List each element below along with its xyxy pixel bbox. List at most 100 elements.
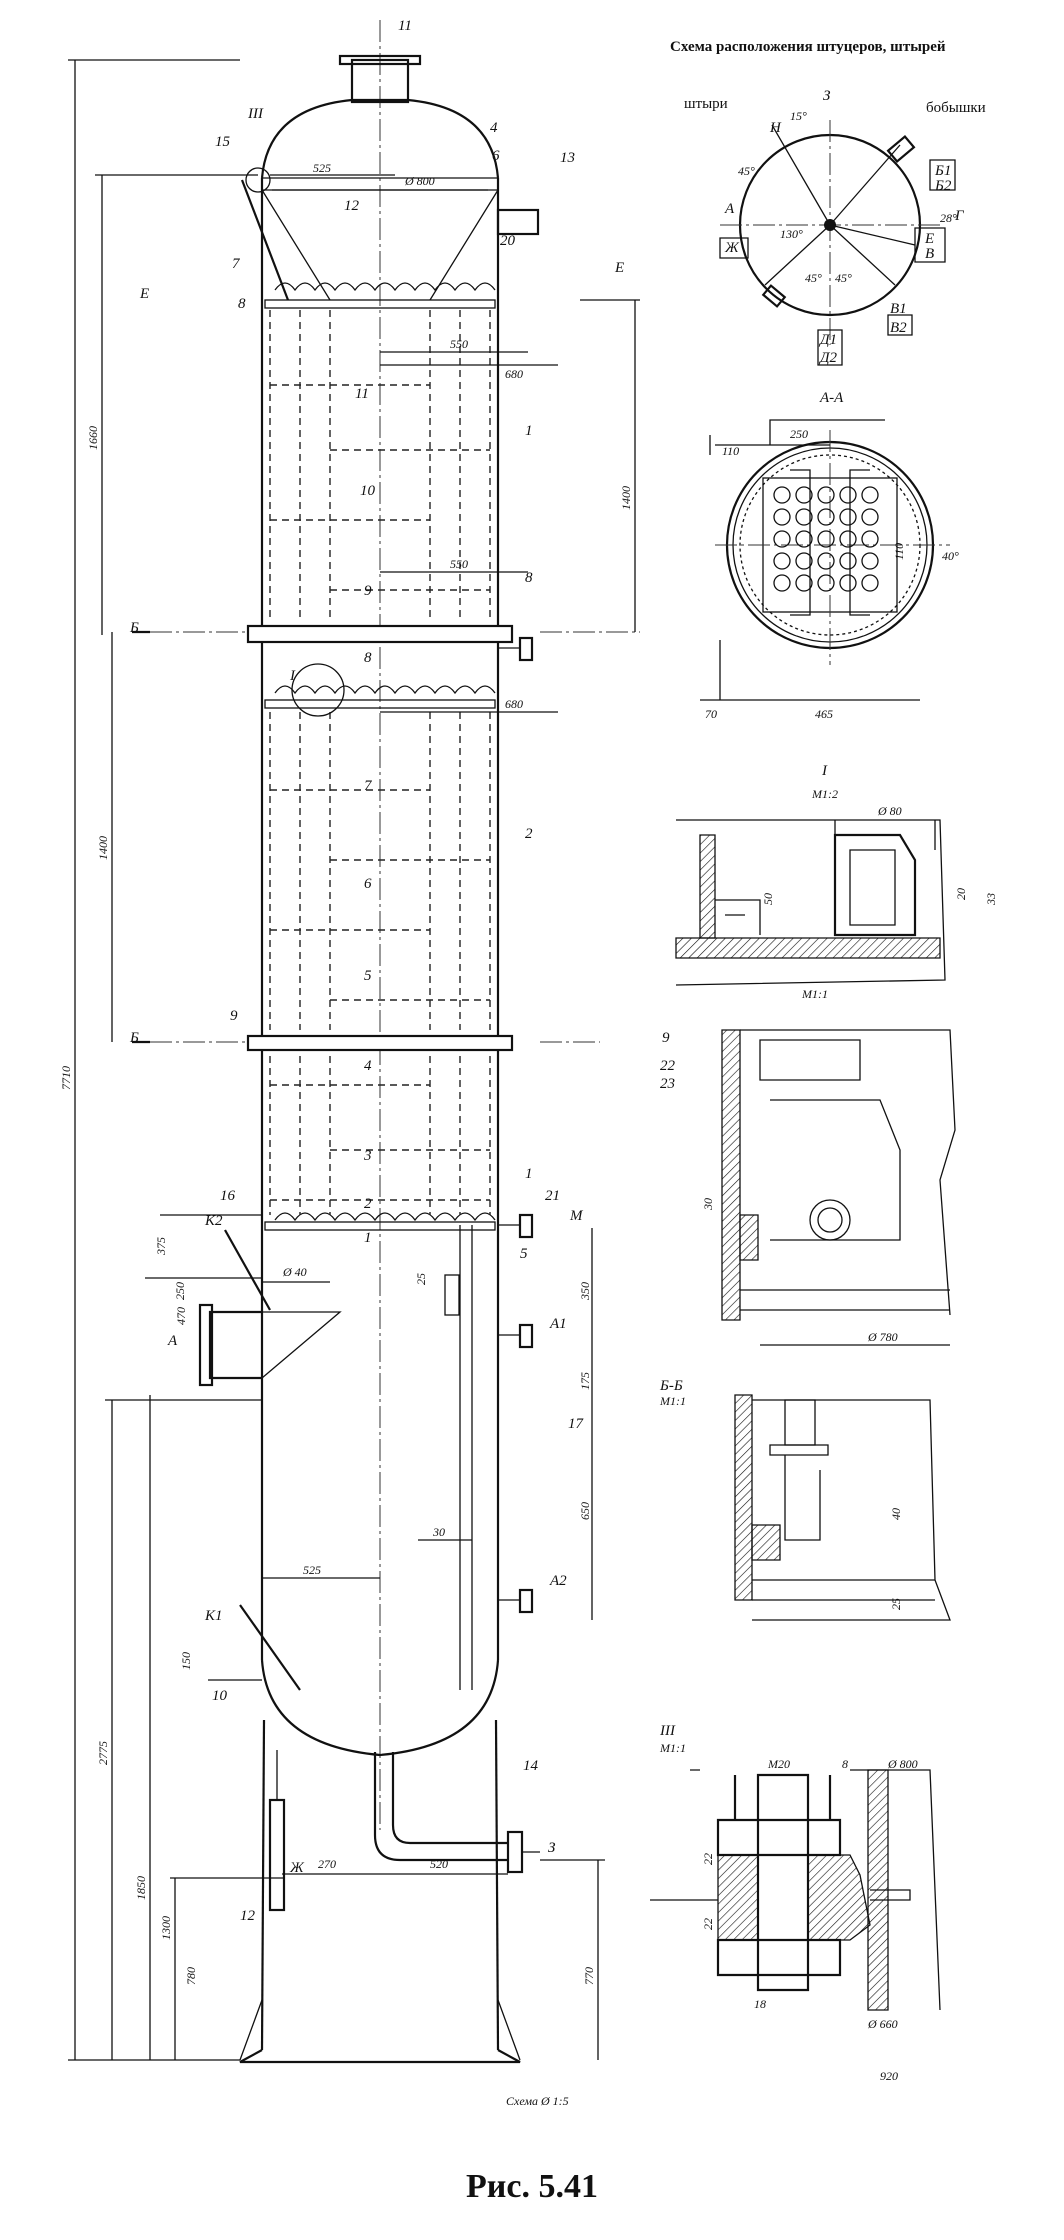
- tube-hole: [773, 574, 791, 592]
- callout-8-top: 8: [238, 296, 246, 312]
- callout-11: 11: [398, 18, 412, 34]
- aa-dim-465: 465: [815, 707, 833, 721]
- callout-12: 12: [240, 1908, 256, 1924]
- detail-i: I M1:2 Ø 80 50 20 33 M1:1: [675, 763, 998, 1001]
- scale-note: Схема Ø 1:5: [506, 2094, 569, 2108]
- dim-150: 150: [179, 1652, 193, 1670]
- plan-stud-label: штыри: [684, 96, 728, 112]
- plan-label-v2: В2: [890, 320, 907, 336]
- nozzle-zh: Ж: [289, 1860, 305, 1876]
- section-aa-title: A-A: [819, 390, 844, 406]
- callout-20: 20: [500, 233, 516, 249]
- detail-ii-dim-30: 30: [701, 1198, 715, 1211]
- tube-hole: [773, 552, 791, 570]
- detail-i2-scale: M1:1: [801, 987, 828, 1001]
- callout-21: 21: [545, 1188, 560, 1204]
- plan-label-n: Н: [769, 120, 782, 136]
- tube-hole: [773, 486, 791, 504]
- callout-9: 9: [230, 1008, 238, 1024]
- grid-num-10: 10: [360, 483, 376, 499]
- dim-550-mid: 550: [450, 557, 468, 571]
- dim-total: 7710: [59, 1066, 73, 1090]
- plan-label-zh: Ж: [724, 240, 740, 256]
- dim-470: 470: [174, 1307, 188, 1325]
- dim-base2: 1300: [159, 1916, 173, 1940]
- callout-5: 5: [520, 1246, 528, 1262]
- nozzle-e-right: Е: [614, 260, 624, 276]
- tube-hole: [861, 508, 879, 526]
- dim-640: Ø 40: [282, 1265, 307, 1279]
- plan-view: штыри бобышки 15° 45° 45° 45° 130° 28° А…: [684, 88, 986, 366]
- section-bb-scale: M1:1: [659, 1394, 686, 1408]
- tube-hole: [817, 574, 835, 592]
- detail-iii-title: III: [659, 1723, 676, 1739]
- detail-i-title: I: [821, 763, 828, 779]
- nozzle-z: З: [548, 1840, 556, 1856]
- plan-label-e: Е: [924, 231, 934, 247]
- callout-7: 7: [232, 256, 241, 272]
- callout-8: 8: [525, 570, 533, 586]
- detail-ii: 9 22 23 30 Ø 780: [660, 1029, 956, 1346]
- detail-iii-dim-920: 920: [880, 2069, 898, 2083]
- grid-num-11: 11: [355, 386, 369, 402]
- nozzle-k1: К1: [204, 1608, 222, 1624]
- grid-num-12: 12: [344, 198, 360, 214]
- dim-175: 175: [578, 1372, 592, 1390]
- detail-iii-dim-m20: M20: [767, 1757, 790, 1771]
- tube-hole: [839, 486, 857, 504]
- dim-650: 650: [578, 1502, 592, 1520]
- tube-hole: [861, 574, 879, 592]
- section-aa-holes: [773, 486, 879, 592]
- detail-ii-callout-23: 23: [660, 1076, 675, 1092]
- dim-680-mid: 680: [505, 697, 523, 711]
- plan-angle-130: 130°: [780, 227, 803, 241]
- plan-label-d1: Д1: [818, 332, 837, 348]
- section-bb-dim-25: 25: [889, 1598, 903, 1610]
- dim-550-top: 550: [450, 337, 468, 351]
- detail-i-dim-50: 50: [761, 893, 775, 905]
- detail-iii-scale: M1:1: [659, 1741, 686, 1755]
- tube-hole: [773, 530, 791, 548]
- section-bb-dim-40: 40: [889, 1508, 903, 1520]
- nozzle-a2: А2: [549, 1573, 567, 1589]
- dim-middle: 1400: [96, 836, 110, 860]
- detail-iii-dim-18: 18: [754, 1997, 766, 2011]
- callout-4-top: 4: [490, 120, 498, 136]
- detail-i-dim-20: 20: [954, 888, 968, 900]
- tube-hole: [817, 508, 835, 526]
- detail-iii-dim-660: Ø 660: [867, 2017, 898, 2031]
- callout-1-top: 1: [525, 423, 533, 439]
- plan-angle-15: 15°: [790, 109, 807, 123]
- tube-hole: [817, 530, 835, 548]
- callout-15: 15: [215, 134, 231, 150]
- detail-iii-dim-22: 22: [701, 1853, 715, 1865]
- nozzle-m: М: [569, 1208, 584, 1224]
- plan-label-z: З: [823, 88, 831, 104]
- plan-label-b2: Б2: [934, 178, 952, 194]
- dim-base-right: 770: [582, 1967, 596, 1985]
- callout-13: 13: [560, 150, 575, 166]
- dimension-labels: 7710 1660 1400 2775 1850 1300 780 770 14…: [59, 161, 633, 2108]
- dim-375: 375: [154, 1237, 168, 1256]
- tube-hole: [795, 486, 813, 504]
- plan-label-d2: Д2: [818, 350, 838, 366]
- tube-hole: [817, 552, 835, 570]
- tube-hole: [839, 530, 857, 548]
- tube-hole: [861, 486, 879, 504]
- dim-525-top: 525: [313, 161, 331, 175]
- grid-num-6: 6: [364, 876, 372, 892]
- dim-270: 270: [318, 1857, 336, 1871]
- detail-i-mark: I: [289, 668, 296, 684]
- section-bb-title: Б-Б: [659, 1378, 683, 1394]
- dim-diam: Ø 800: [404, 174, 435, 188]
- section-b-left: Б: [129, 620, 139, 636]
- detail-ii-callout-9: 9: [662, 1030, 670, 1046]
- nozzle-a: А: [167, 1333, 178, 1349]
- grid-num-4: 4: [364, 1058, 372, 1074]
- figure-caption: Рис. 5.41: [466, 2168, 598, 2205]
- detail-i-dim-80: Ø 80: [877, 804, 902, 818]
- section-b-left2: Б: [129, 1030, 139, 1046]
- callout-2: 2: [525, 826, 533, 842]
- aa-dim-110: 110: [722, 444, 739, 458]
- callout-10: 10: [212, 1688, 228, 1704]
